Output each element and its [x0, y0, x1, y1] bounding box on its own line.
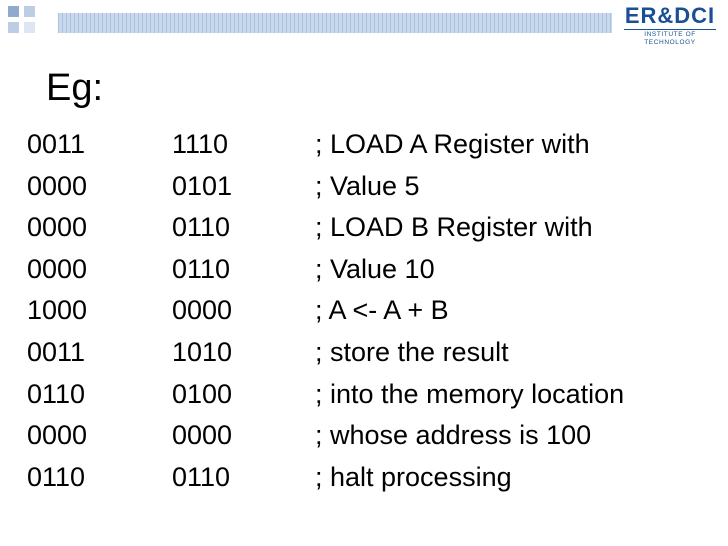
decorative-square	[8, 6, 19, 17]
operand-cell: 0000	[172, 295, 233, 326]
decorative-square	[24, 6, 35, 17]
operand-cell: 0110	[172, 253, 231, 284]
opcode-cell: 0000	[27, 420, 88, 451]
operand-cell: 1010	[172, 336, 233, 367]
slide-header-band: ER&DCI INSTITUTE OF TECHNOLOGY	[0, 0, 728, 50]
instruction-row: 0000 0000 ; whose address is 100	[27, 416, 717, 458]
opcode-cell: 1000	[27, 295, 88, 326]
comment-cell: ; LOAD B Register with	[315, 212, 593, 243]
comment-cell: ; A <- A + B	[315, 295, 449, 326]
instruction-row: 0011 1110 ; LOAD A Register with	[27, 125, 717, 167]
operand-cell: 0110	[172, 461, 231, 492]
comment-cell: ; whose address is 100	[315, 420, 592, 451]
opcode-cell: 0110	[27, 378, 86, 409]
instruction-row: 0110 0100 ; into the memory location	[27, 375, 717, 417]
opcode-cell: 0000	[27, 212, 88, 243]
operand-cell: 0101	[172, 170, 233, 201]
decorative-square	[24, 22, 35, 33]
logo-sub-text: INSTITUTE OF TECHNOLOGY	[624, 29, 716, 47]
instruction-row: 0000 0110 ; LOAD B Register with	[27, 208, 717, 250]
comment-cell: ; halt processing	[315, 461, 512, 492]
comment-cell: ; LOAD A Register with	[315, 129, 590, 159]
operand-cell: 0100	[172, 378, 233, 409]
instruction-row: 0110 0110 ; halt processing	[27, 458, 717, 500]
slide-title: Eg:	[46, 67, 104, 109]
comment-cell: ; Value 10	[315, 253, 435, 284]
comment-cell: ; Value 5	[315, 170, 420, 201]
instruction-row: 0000 0110 ; Value 10	[27, 250, 717, 292]
instruction-row: 0000 0101 ; Value 5	[27, 167, 717, 209]
decorative-square	[8, 22, 19, 33]
institute-logo: ER&DCI INSTITUTE OF TECHNOLOGY	[618, 3, 722, 47]
comment-cell: ; into the memory location	[315, 378, 625, 409]
opcode-cell: 0000	[27, 253, 88, 284]
decorative-squares	[8, 6, 52, 46]
logo-main-text: ER&DCI	[624, 3, 716, 28]
operand-cell: 0000	[172, 420, 233, 451]
instruction-row: 1000 0000 ; A <- A + B	[27, 291, 717, 333]
operand-cell: 1110	[172, 129, 229, 159]
opcode-cell: 0000	[27, 170, 88, 201]
comment-cell: ; store the result	[315, 336, 509, 367]
instruction-row: 0011 1010 ; store the result	[27, 333, 717, 375]
opcode-cell: 0011	[27, 129, 86, 159]
instruction-listing: 0011 1110 ; LOAD A Register with 0000 01…	[27, 125, 717, 499]
decorative-stripe-bar	[58, 13, 612, 33]
operand-cell: 0110	[172, 212, 231, 243]
opcode-cell: 0110	[27, 461, 86, 492]
opcode-cell: 0011	[27, 336, 86, 367]
